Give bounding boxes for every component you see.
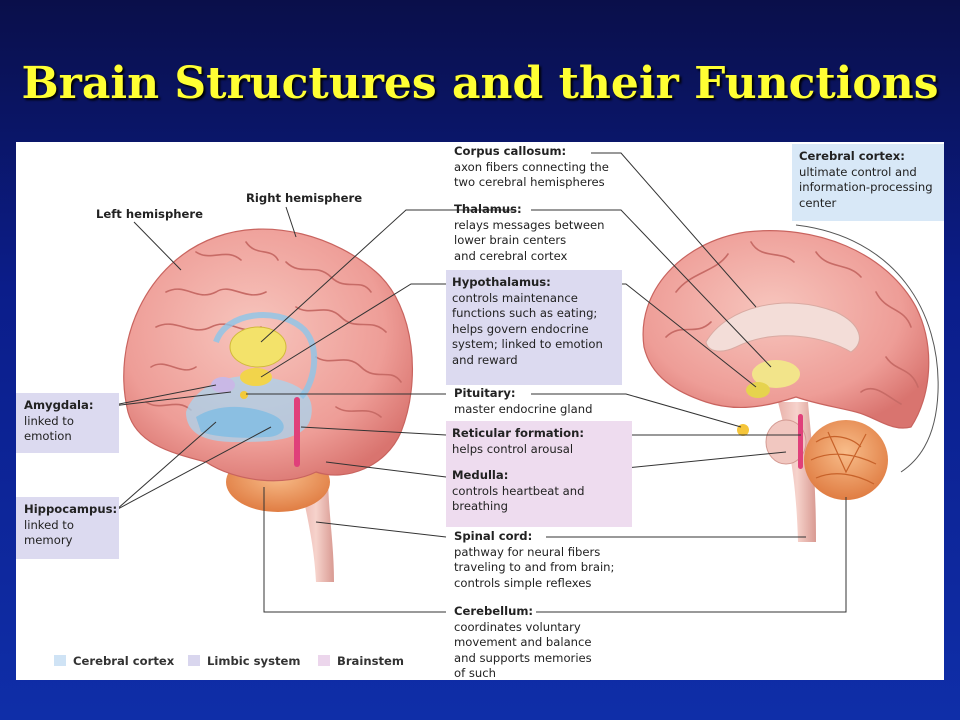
label-hypothalamus: Hypothalamus: controls maintenance funct…: [446, 270, 622, 385]
right-pituitary: [737, 424, 749, 436]
left-thalamus: [229, 326, 287, 368]
label-pituitary: Pituitary: master endocrine gland: [454, 386, 593, 416]
right-thalamus: [752, 360, 800, 388]
left-pituitary: [240, 391, 248, 399]
left-reticular-formation: [294, 397, 300, 467]
diagram-panel: Left hemisphere Right hemisphere Corpus …: [16, 142, 944, 680]
left-brain: [123, 228, 414, 582]
legend-brainstem: Brainstem: [318, 654, 404, 668]
slide-title: Brain Structures and their Functions: [21, 58, 939, 109]
left-hippocampus-shape: [196, 406, 284, 438]
legend-swatch-brainstem: [318, 655, 330, 666]
label-thalamus: Thalamus: relays messages between lower …: [454, 202, 605, 263]
left-gyri: [145, 241, 402, 418]
label-cerebellum: Cerebellum: coordinates voluntary moveme…: [454, 604, 592, 680]
right-reticular-formation: [798, 414, 803, 469]
right-hypothalamus: [746, 382, 770, 398]
legend-swatch-cortex: [54, 655, 66, 666]
legend-limbic-system: Limbic system: [188, 654, 300, 668]
left-amygdala: [211, 377, 235, 393]
right-cerebellum: [804, 420, 888, 500]
right-hemisphere-label: Right hemisphere: [246, 191, 363, 205]
left-hypothalamus: [240, 368, 272, 386]
legend-cerebral-cortex: Cerebral cortex: [54, 654, 174, 668]
left-hemisphere-label: Left hemisphere: [96, 207, 203, 221]
legend-swatch-limbic: [188, 655, 200, 666]
label-amygdala: Amygdala: linked to emotion: [16, 393, 119, 453]
cortex-arc: [795, 224, 939, 473]
right-cerebellum-folds: [810, 431, 877, 485]
brain-illustration: [103, 152, 939, 613]
left-limbic-arc: [213, 312, 318, 400]
leader-lines: [103, 152, 847, 613]
label-corpus-callosum: Corpus callosum: axon fibers connecting …: [454, 144, 609, 189]
label-spinal-cord: Spinal cord: pathway for neural fibers t…: [454, 529, 615, 590]
label-cerebral-cortex: Cerebral cortex: ultimate control and in…: [792, 144, 944, 221]
right-gyri: [665, 241, 919, 405]
label-hippocampus: Hippocampus: linked to memory: [16, 497, 119, 559]
label-reticular-medulla: Reticular formation: helps control arous…: [446, 421, 632, 527]
